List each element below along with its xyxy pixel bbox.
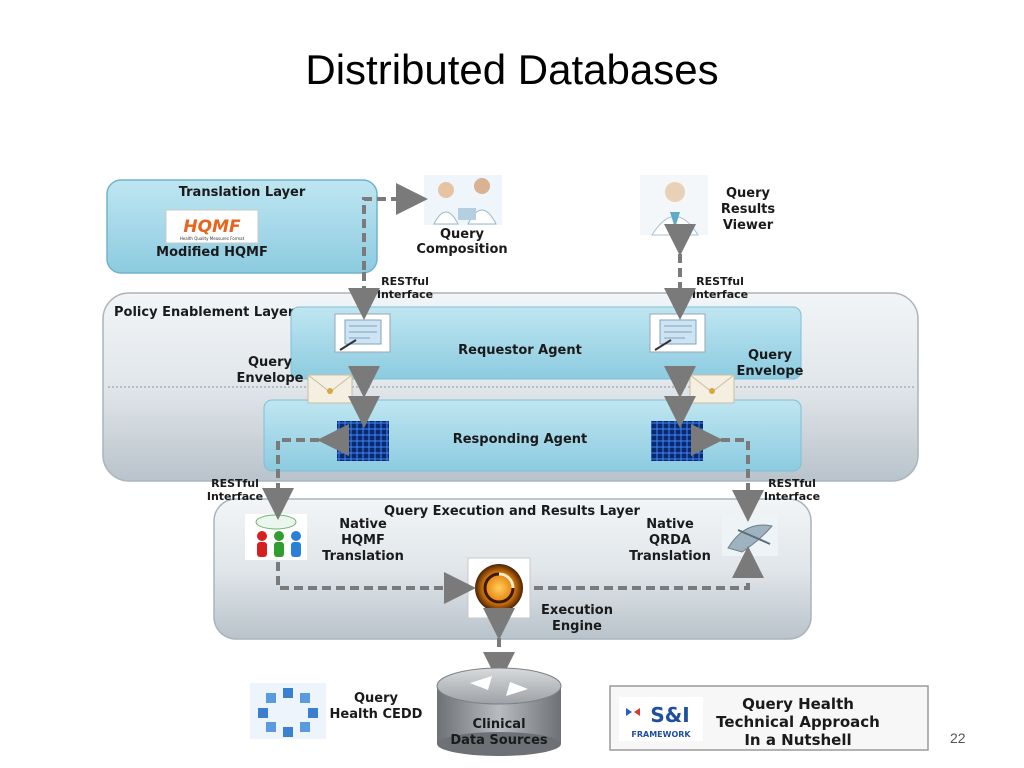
query-health-cedd-line1: Query (354, 691, 399, 706)
restful-right-top-line1: RESTful (696, 275, 744, 288)
execution-engine-line1: Execution (541, 603, 613, 618)
people-icon (245, 514, 307, 560)
si-arrows-icon (626, 708, 640, 716)
si-framework-line2: Technical Approach (716, 713, 880, 731)
arrow-qrda-to-responding (691, 424, 764, 522)
clinical-data-sources-line2: Data Sources (450, 733, 548, 748)
query-envelope-right-line1: Query (748, 348, 793, 363)
restful-left-mid-line2: Interface (207, 490, 263, 503)
hqmf-logo-text: HQMF (183, 217, 241, 237)
si-logo-subtext: FRAMEWORK (631, 730, 691, 739)
arrow-engine-to-qrda (534, 546, 764, 590)
responding-agent: Responding Agent (263, 399, 802, 472)
si-logo-text: S&I (650, 703, 689, 727)
query-results-viewer: Query Results Viewer (640, 175, 775, 236)
restful-right-mid-line2: Interface (764, 490, 820, 503)
query-envelope-left-line1: Query (248, 355, 293, 370)
page-number: 22 (950, 730, 966, 746)
query-results-viewer-line1: Query (726, 186, 771, 201)
circuit-icon-right (651, 421, 703, 461)
execution-layer-title: Query Execution and Results Layer (384, 504, 641, 519)
requestor-agent: Requestor Agent (290, 306, 802, 380)
query-results-viewer-line2: Results (721, 202, 775, 217)
si-framework-logo: S&I FRAMEWORK (619, 697, 703, 741)
query-composition: Query Composition (416, 175, 508, 257)
doctor-icon (640, 175, 708, 236)
translation-layer: Translation Layer HQMF Health Quality Me… (106, 179, 378, 274)
native-qrda-line1: Native (646, 517, 694, 532)
restful-left-top-line1: RESTful (381, 275, 429, 288)
document-icon-right (649, 313, 706, 353)
handshake-icon (722, 514, 778, 556)
modified-hqmf-label: Modified HQMF (156, 245, 268, 260)
si-framework-line3: In a Nutshell (744, 731, 851, 749)
execution-engine-line2: Engine (552, 619, 602, 634)
restful-right-top-line2: Interface (692, 288, 748, 301)
restful-left-top-line2: Interface (377, 288, 433, 301)
connector-arrows (262, 183, 764, 684)
responding-agent-label: Responding Agent (453, 432, 588, 447)
document-icon-left (334, 313, 391, 353)
translation-layer-title: Translation Layer (179, 185, 306, 200)
query-results-viewer-line3: Viewer (723, 218, 774, 233)
native-qrda-line2: QRDA (649, 533, 691, 548)
native-qrda-line3: Translation (629, 549, 711, 564)
si-framework-box: S&I FRAMEWORK Query Health Technical App… (609, 685, 929, 751)
query-envelope-left-line2: Envelope (237, 371, 304, 386)
clinical-data-sources-line1: Clinical (472, 717, 525, 732)
native-hqmf-line1: Native (339, 517, 387, 532)
clinical-data-sources: Clinical Data Sources (436, 667, 562, 756)
policy-layer-title: Policy Enablement Layer (114, 305, 295, 320)
arrow-hqmf-to-engine (276, 562, 476, 604)
doctors-icon (424, 175, 502, 225)
query-health-cedd-line2: Health CEDD (330, 707, 423, 722)
execution-engine-icon (467, 557, 531, 619)
arrow-translation-to-composition (362, 183, 428, 270)
hqmf-logo: HQMF Health Quality Measures Format (165, 209, 259, 244)
query-composition-line1: Query (440, 227, 485, 242)
query-envelope-right-line2: Envelope (737, 364, 804, 379)
query-composition-line2: Composition (416, 242, 507, 257)
cedd-cycle-icon (250, 683, 326, 739)
envelope-icon-right (689, 374, 735, 404)
slide-title: Distributed Databases (305, 46, 719, 93)
restful-left-mid-line1: RESTful (211, 477, 259, 490)
circuit-icon-left (337, 421, 389, 461)
arrow-responding-to-hqmf (262, 424, 349, 520)
restful-right-mid-line1: RESTful (768, 477, 816, 490)
envelope-icon-left (307, 374, 353, 404)
requestor-agent-label: Requestor Agent (458, 343, 582, 358)
si-framework-line1: Query Health (742, 695, 854, 713)
hqmf-logo-subtext: Health Quality Measures Format (180, 236, 245, 241)
native-hqmf-line3: Translation (322, 549, 404, 564)
native-hqmf-line2: HQMF (341, 533, 385, 548)
